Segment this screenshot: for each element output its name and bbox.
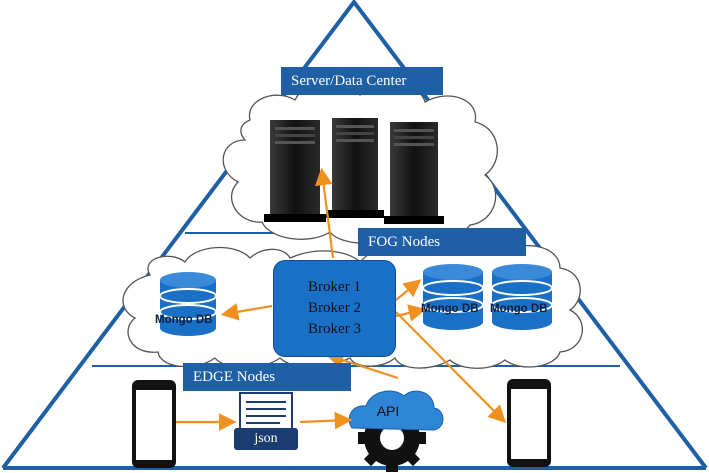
- edge-label: EDGE Nodes: [183, 363, 351, 391]
- server-rack-icon: [264, 120, 326, 222]
- arrow-broker-to-left-db: [220, 303, 273, 321]
- api-label: API: [376, 403, 400, 419]
- fog-label: FOG Nodes: [358, 228, 526, 256]
- broker-3-label: Broker 3: [308, 321, 361, 337]
- server-rack-icon: [384, 122, 444, 224]
- mongo-db-right2-label: Mongo DB: [490, 303, 548, 315]
- smartphone-icon: [507, 379, 551, 467]
- document-icon: [234, 392, 298, 450]
- arrow-json-to-api: [299, 411, 353, 430]
- cloud-icon: [348, 390, 444, 431]
- broker-box: Broker 1 Broker 2 Broker 3: [273, 260, 396, 357]
- mongo-db-right1-label: Mongo DB: [421, 303, 479, 315]
- broker-2-label: Broker 2: [308, 300, 361, 316]
- json-label: json: [254, 431, 278, 446]
- database-icon: [491, 264, 553, 330]
- mongo-db-left-label: Mongo DB: [155, 314, 213, 326]
- database-icon: [422, 264, 484, 330]
- server-label: Server/Data Center: [281, 67, 443, 95]
- broker-1-label: Broker 1: [308, 279, 361, 295]
- arrow-broker-to-right-db: [395, 279, 422, 301]
- arrow-broker-to-server: [314, 167, 335, 259]
- flow-arrows: [176, 167, 507, 431]
- smartphone-icon: [132, 380, 176, 468]
- database-icon: [159, 272, 217, 336]
- arrow-broker-to-phone: [395, 311, 507, 424]
- server-rack-icon: [326, 118, 384, 218]
- arrow-api-to-broker: [325, 351, 399, 380]
